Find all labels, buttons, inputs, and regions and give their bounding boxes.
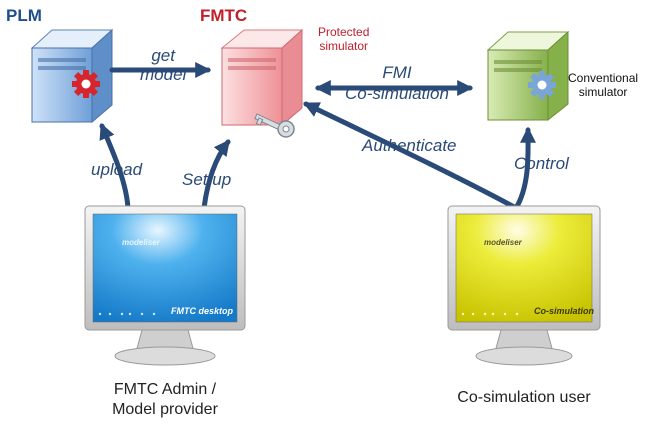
edge-label-control: Control [514,154,569,173]
edge-label-get-model: get model [140,46,186,84]
edge-label-model: model [140,65,187,84]
edge-label-fmi-line2: Co-simulation [345,84,449,103]
conventional-server [486,30,570,122]
plm-title: PLM [6,6,42,25]
admin-screen-label: FMTC desktop [171,306,233,316]
edge-label-fmi: FMI Co-simulation [338,62,456,104]
conventional-label-line1: Conventional [568,71,639,85]
fmtc-subtitle-line1: Protected [318,25,370,39]
user-monitor [447,205,601,366]
conventional-label-line2: simulator [578,85,628,99]
fmtc-server [220,28,304,127]
caption-admin-line1: FMTC Admin / [113,381,217,398]
arrow-set-up [201,139,231,211]
fmtc-subtitle-line2: simulator [319,39,369,53]
arrow-authenticate [303,101,519,211]
edge-label-get: get [151,46,175,65]
admin-monitor [84,205,246,366]
user-screen-brand: modeliser [484,238,522,247]
conventional-label: Conventional simulator [568,71,638,99]
fmtc-subtitle: Protected simulator [318,25,369,53]
admin-screen-brand: modeliser [122,238,160,247]
plm-server [30,28,114,124]
caption-admin-line2: Model provider [112,401,218,418]
red-gear-icon [72,70,100,98]
arrow-control [513,126,537,211]
edge-label-fmi-line1: FMI [382,63,412,82]
edge-label-authenticate: Authenticate [362,136,457,155]
arrow-upload [99,123,131,211]
fmtc-title: FMTC [200,6,248,25]
caption-user: Co-simulation user [457,389,591,406]
edge-label-set-up: Set up [182,170,232,189]
caption-admin: FMTC Admin / Model provider [105,380,225,420]
key-icon [254,113,295,138]
user-screen-label: Co-simulation [534,306,594,316]
edge-label-upload: upload [91,160,143,179]
blue-gear-icon [528,71,556,99]
